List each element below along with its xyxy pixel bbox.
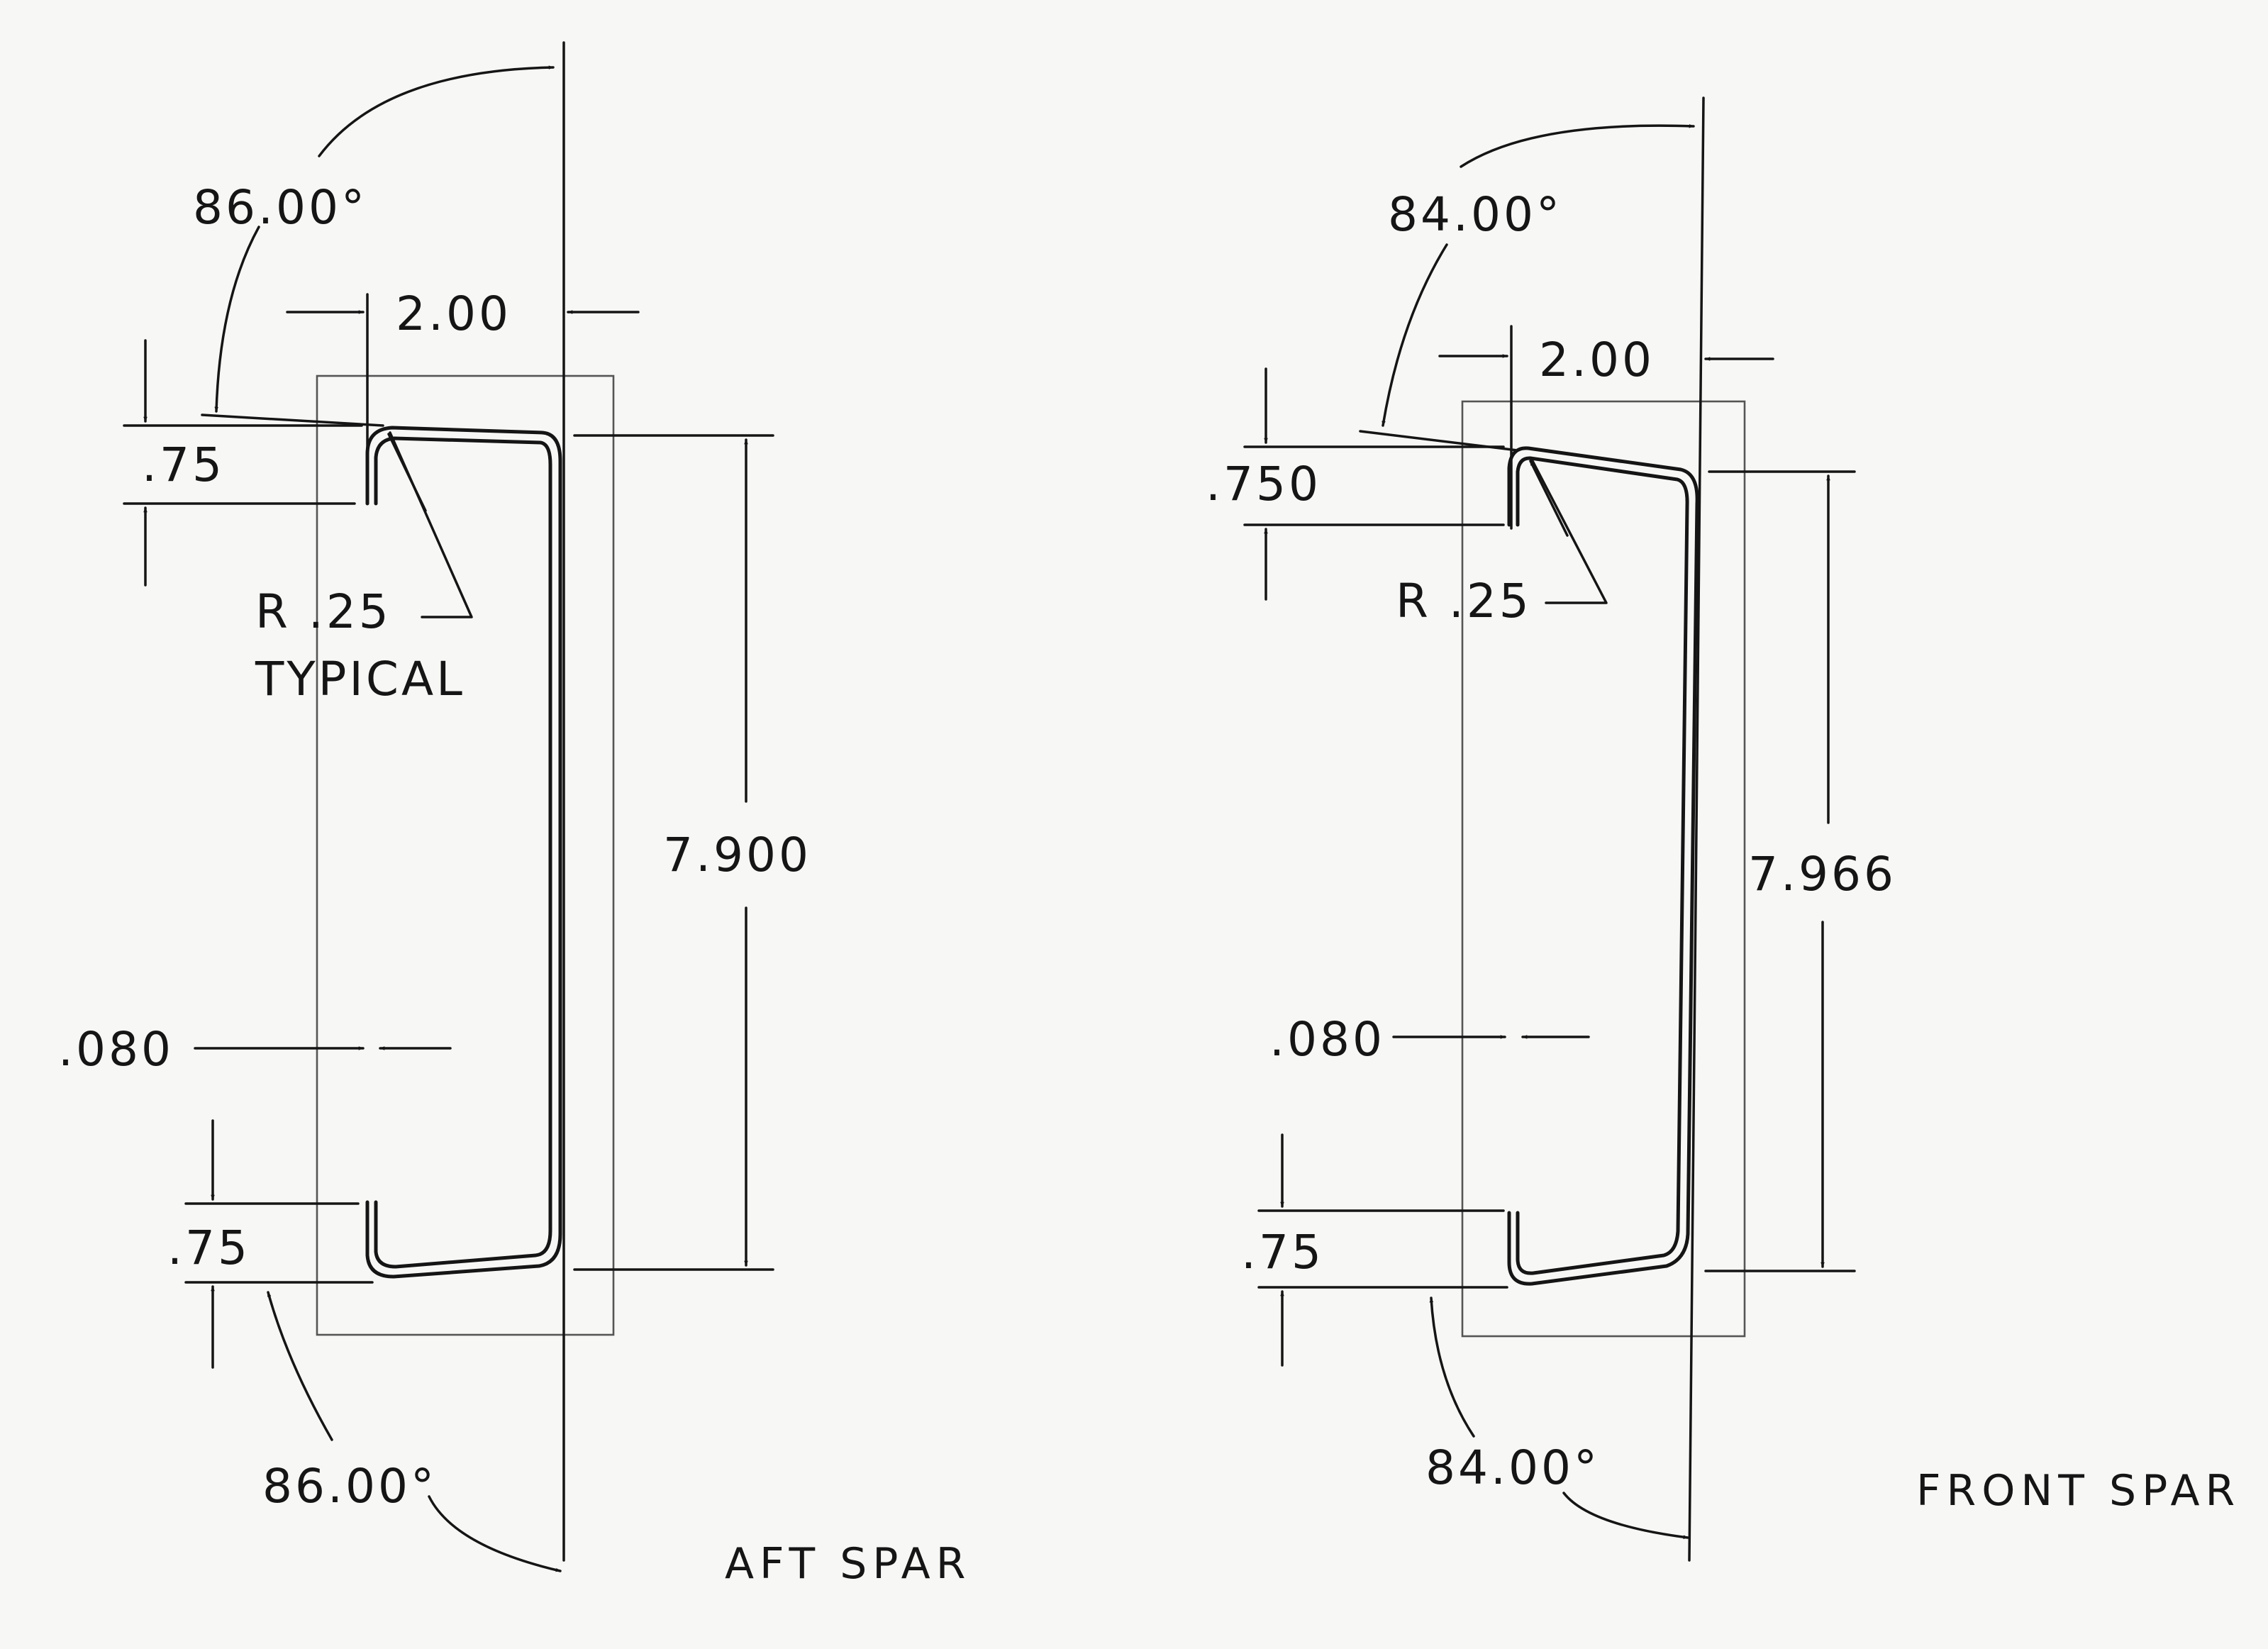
aft-spar-bottom-angle-arc-lower (428, 1495, 562, 1572)
aft-spar-thickness-label: .080 (58, 1022, 174, 1077)
aft-spar-radius-label: R .25 (255, 584, 391, 639)
aft-spar-profile-inner (374, 436, 552, 1269)
aft-spar-lip-bottom-label: .75 (167, 1221, 250, 1275)
aft-spar-top-angle-arc-lower (214, 226, 260, 413)
aft-spar-angle-top-label: 86.00° (193, 180, 367, 235)
front-spar-top-angle-arc (1460, 123, 1695, 168)
aft-spar: 86.00° 2.00 .75 R .25 TYPICAL 7.900 .080 (58, 41, 971, 1589)
aft-spar-profile (365, 426, 562, 1279)
aft-spar-angle-bottom-label: 86.00° (262, 1459, 437, 1514)
aft-spar-top-angle-arc (318, 65, 555, 157)
front-spar-radius-leader (1530, 458, 1608, 604)
aft-spar-title: AFT SPAR (725, 1539, 971, 1589)
front-spar-flange-width-label: 2.00 (1539, 333, 1655, 387)
front-spar-height-label: 7.966 (1748, 847, 1896, 901)
front-spar-profile (1507, 446, 1699, 1286)
aft-spar-lip-top-label: .75 (142, 438, 225, 492)
front-spar-top-angle-arc-lower (1382, 243, 1448, 427)
front-spar-reference-line (1688, 96, 1705, 1562)
aft-spar-top-angle-leg (201, 413, 384, 427)
front-spar-radius-arrowhead (1529, 460, 1569, 537)
front-spar-bottom-angle-arc-upper (1429, 1297, 1475, 1438)
front-spar-lip-bottom-label: .75 (1241, 1225, 1324, 1279)
front-spar-frame (1461, 400, 1746, 1338)
front-spar-angle-top-label: 84.00° (1388, 187, 1562, 242)
aft-spar-flange-width-label: 2.00 (396, 287, 511, 341)
front-spar-thickness-label: .080 (1269, 1012, 1385, 1067)
front-spar-title: FRONT SPAR (1916, 1466, 2240, 1516)
front-spar-angle-bottom-label: 84.00° (1425, 1440, 1600, 1495)
aft-spar-bottom-angle-arc-upper (267, 1291, 333, 1441)
aft-spar-frame (316, 374, 615, 1336)
front-spar-bottom-angle-arc-lower (1562, 1492, 1689, 1539)
aft-spar-radius-note: TYPICAL (255, 652, 465, 706)
front-spar-radius-label: R .25 (1396, 574, 1532, 628)
aft-spar-radius-arrowhead (387, 433, 427, 512)
front-spar: 84.00° 2.00 .750 R .25 7.966 .080 .75 (1206, 96, 2240, 1562)
front-spar-profile-inner (1516, 456, 1689, 1275)
front-spar-lip-top-label: .750 (1206, 457, 1321, 511)
aft-spar-height-label: 7.900 (663, 828, 811, 882)
